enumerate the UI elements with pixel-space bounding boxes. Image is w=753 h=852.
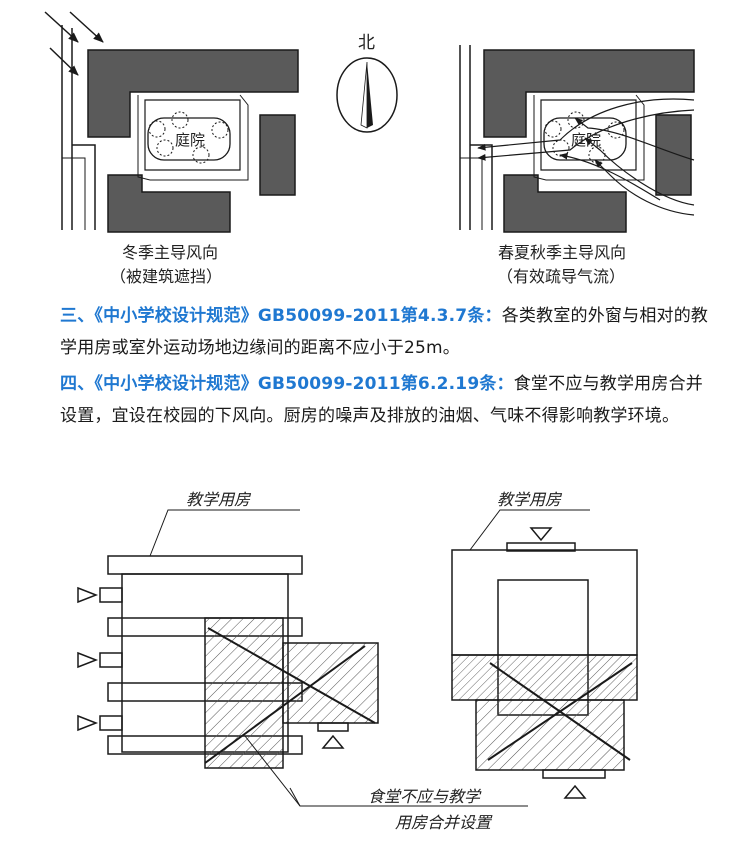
summer-caption: 春夏秋季主导风向	[498, 243, 626, 262]
classroom-label-left: 教学用房	[186, 490, 252, 509]
canteen-block	[204, 617, 284, 769]
winter-caption-note: （被建筑遮挡）	[110, 267, 222, 286]
summer-site-plan	[459, 45, 695, 233]
summer-caption-note: （有效疏导气流）	[497, 267, 625, 286]
entrance-marker	[77, 586, 345, 749]
winter-site-plan	[44, 11, 299, 233]
classroom-label-right: 教学用房	[497, 490, 563, 509]
canteen-note-line2: 用房合并设置	[395, 813, 493, 832]
courtyard	[147, 117, 231, 161]
regulation-lead: 三、《中小学校设计规范》GB50099-2011第4.3.7条：	[60, 306, 502, 326]
courtyard-label: 庭院	[571, 131, 601, 149]
north-label: 北	[358, 33, 375, 53]
winter-wind-arrow	[44, 11, 79, 43]
regulation-paragraph-3: 三、《中小学校设计规范》GB50099-2011第4.3.7条：各类教室的外窗与…	[60, 300, 720, 364]
east-building	[655, 114, 692, 196]
north-compass	[336, 57, 398, 133]
regulation-body: 各类教室的外窗与相对的教学用房或室外运动场地边缘间的距离不应小于25m。	[60, 306, 709, 358]
regulation-paragraph-4: 四、《中小学校设计规范》GB50099-2011第6.2.19条：食堂不应与教学…	[60, 368, 720, 432]
south-building	[107, 174, 231, 233]
l-shaped-building	[87, 49, 299, 138]
courtyard	[543, 117, 627, 161]
south-building	[503, 174, 627, 233]
winter-caption: 冬季主导风向	[122, 243, 218, 262]
regulation-lead: 四、《中小学校设计规范》GB50099-2011第6.2.19条：	[60, 374, 514, 394]
canteen-placement-figure: 教学用房 教学用房 食堂不应与教学 用房合并设置	[77, 490, 638, 832]
combined-building-left	[99, 555, 379, 769]
entrance-marker	[529, 527, 587, 799]
east-building	[259, 114, 296, 196]
canteen-note-line1: 食堂不应与教学	[368, 787, 482, 806]
courtyard-label: 庭院	[175, 131, 205, 149]
canteen-block	[451, 654, 638, 701]
regulation-body: 食堂不应与教学用房合并设置，宜设在校园的下风向。厨房的噪声及排放的油烟、气味不得…	[60, 374, 703, 426]
wind-direction-figure: 庭院 北 庭院	[44, 11, 695, 286]
l-shaped-building	[483, 49, 695, 138]
separate-building-right	[451, 542, 638, 779]
leader-lines	[149, 509, 590, 807]
